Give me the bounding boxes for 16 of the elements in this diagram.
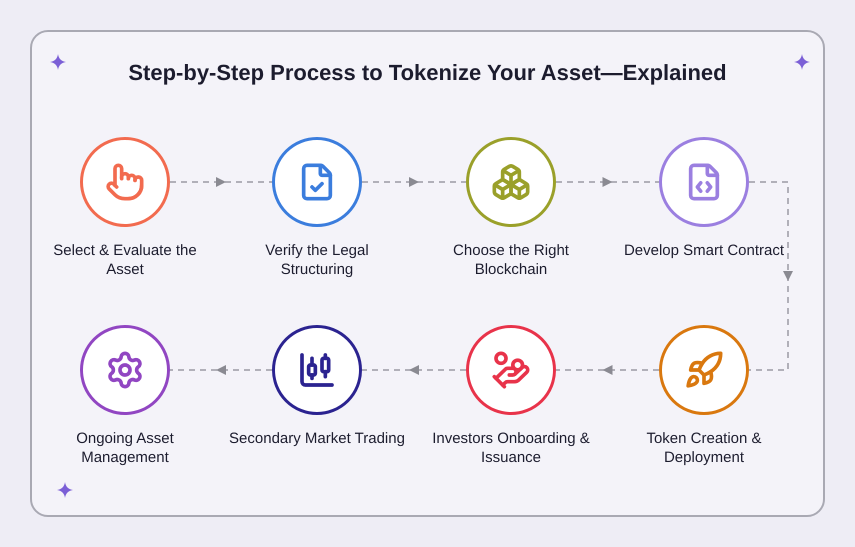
step-label: Choose the Right Blockchain [452,241,570,279]
dashed-arrow [170,365,272,375]
step-label: Select & Evaluate the Asset [52,241,198,279]
dashed-arrow [556,177,659,187]
dashed-arrow [170,177,272,187]
step-label: Ongoing Asset Management [75,429,175,467]
step-label: Verify the Legal Structuring [264,241,370,279]
step-label: Develop Smart Contract [622,241,786,260]
step-label: Investors Onboarding & Issuance [431,429,591,467]
title: Step-by-Step Process to Tokenize Your Asset—Explained [127,59,728,87]
step-label: Secondary Market Trading [228,429,406,448]
dashed-arrow [749,181,793,371]
dashed-arrow [556,365,659,375]
dashed-arrow [362,177,466,187]
dashed-arrow [362,365,466,375]
step-label: Token Creation & Deployment [645,429,763,467]
